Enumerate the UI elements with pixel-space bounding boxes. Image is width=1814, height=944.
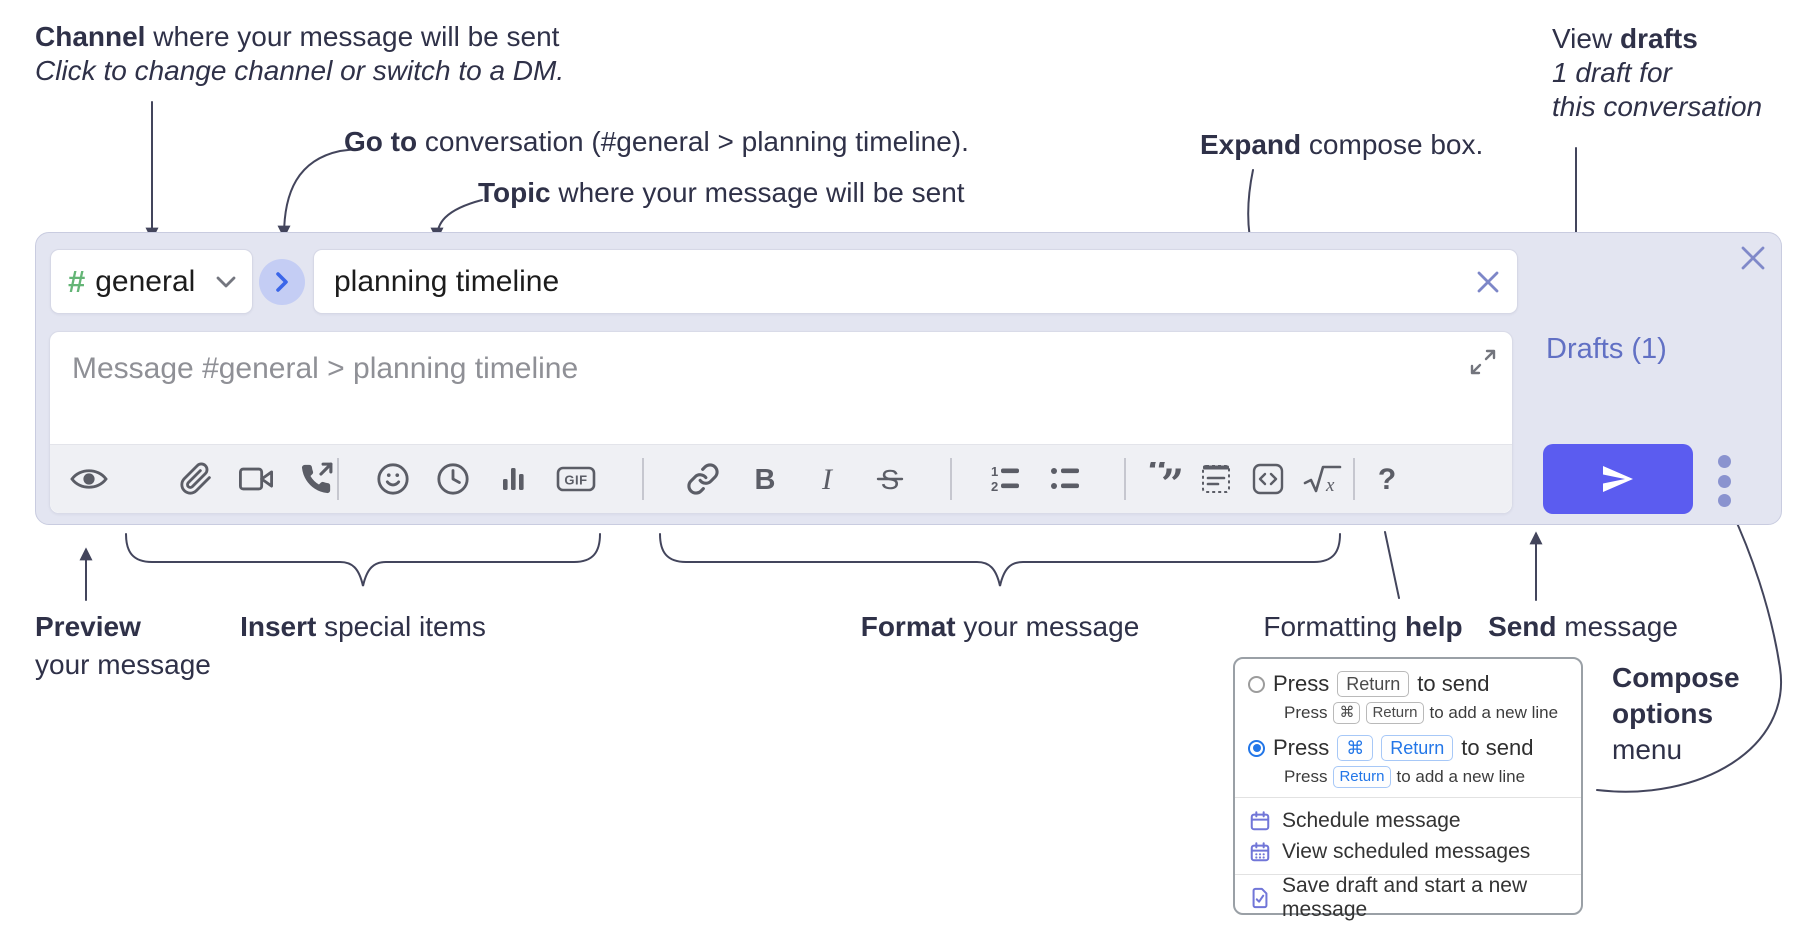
toolbar-divider: [1353, 458, 1355, 500]
message-input[interactable]: [50, 332, 1512, 444]
svg-text:”: ”: [1161, 462, 1181, 496]
save-draft-item[interactable]: Save draft and start a new message: [1235, 874, 1581, 921]
calendar-grid-icon: [1250, 841, 1270, 861]
message-formatting-help-icon[interactable]: ?: [1370, 462, 1404, 496]
emoji-icon[interactable]: [376, 462, 410, 496]
enter-sends-option[interactable]: Press Return to send: [1235, 668, 1581, 700]
drafts-link[interactable]: Drafts (1): [1546, 333, 1667, 365]
global-time-icon[interactable]: [436, 462, 470, 496]
preview-annotation: Preview your message: [35, 611, 211, 680]
video-call-icon[interactable]: [239, 462, 273, 496]
svg-text:?: ?: [1378, 463, 1396, 496]
channel-name: general: [95, 264, 196, 298]
channel-annotation: Channel where your message will be sent …: [35, 21, 565, 86]
go-to-conversation-button[interactable]: [259, 259, 305, 305]
code-icon[interactable]: [1251, 462, 1285, 496]
compose-options-menu-button[interactable]: [1712, 455, 1736, 507]
expand-annotation: Expand compose box.: [1200, 129, 1484, 160]
go-to-annotation: Go to conversation (#general > planning …: [344, 126, 969, 157]
insert-annotation: Insert special items: [240, 611, 486, 642]
link-icon[interactable]: [686, 462, 720, 496]
bold-icon[interactable]: B: [748, 462, 782, 496]
bulleted-list-icon[interactable]: [1048, 462, 1082, 496]
toolbar-divider: [950, 458, 952, 500]
italic-icon[interactable]: I: [810, 462, 844, 496]
channel-hash-icon: #: [68, 263, 86, 299]
svg-text:1: 1: [991, 464, 998, 479]
topic-input[interactable]: [314, 264, 1473, 299]
spoiler-icon[interactable]: [1199, 462, 1233, 496]
quote-icon[interactable]: “ ”: [1147, 462, 1181, 496]
popup-divider: [1235, 874, 1581, 875]
svg-text:GIF: GIF: [564, 473, 587, 488]
poll-icon[interactable]: [496, 462, 530, 496]
cmd-enter-sends-option[interactable]: Press ⌘ Return to send: [1235, 732, 1581, 764]
clear-topic-icon[interactable]: [1473, 267, 1503, 297]
preview-icon[interactable]: [69, 462, 109, 496]
compose-box: # general: [35, 232, 1782, 525]
schedule-message-item[interactable]: Schedule message: [1235, 805, 1581, 836]
view-scheduled-messages-item[interactable]: View scheduled messages: [1235, 836, 1581, 867]
svg-text:2: 2: [991, 479, 998, 494]
message-area: GIF B I S: [49, 331, 1513, 514]
close-compose-icon[interactable]: [1739, 244, 1767, 272]
attach-file-icon[interactable]: [179, 462, 213, 496]
svg-text:x: x: [1325, 475, 1335, 496]
svg-text:I: I: [821, 463, 834, 496]
toolbar-divider: [337, 458, 339, 500]
svg-text:“: “: [1147, 462, 1170, 496]
math-icon[interactable]: x: [1303, 462, 1343, 496]
format-annotation: Format your message: [860, 611, 1140, 642]
popup-divider: [1235, 797, 1581, 798]
formatting-help-annotation: Formatting help: [1263, 611, 1463, 642]
cmd-enter-sends-option-subtext: Press Return to add a new line: [1284, 766, 1526, 788]
compose-toolbar: GIF B I S: [50, 444, 1512, 513]
expand-compose-icon[interactable]: [1470, 349, 1496, 375]
toolbar-divider: [642, 458, 644, 500]
radio-unselected-icon[interactable]: [1248, 675, 1265, 693]
send-annotation: Send message: [1488, 611, 1678, 642]
calendar-icon: [1250, 810, 1270, 830]
channel-selector[interactable]: # general: [50, 249, 253, 314]
enter-sends-option-subtext: Press ⌘ Return to add a new line: [1284, 702, 1559, 724]
topic-annotation: Topic where your message will be sent: [478, 177, 965, 208]
strikethrough-icon[interactable]: S: [873, 462, 907, 496]
chevron-right-icon: [276, 272, 288, 292]
radio-selected-icon[interactable]: [1248, 739, 1265, 757]
svg-text:B: B: [755, 464, 776, 496]
send-icon: [1603, 466, 1633, 492]
numbered-list-icon[interactable]: 1 2: [988, 462, 1022, 496]
compose-options-popup: Press Return to send Press ⌘ Return to a…: [1233, 657, 1583, 921]
topic-input-box: [313, 249, 1518, 314]
toolbar-divider: [1124, 458, 1126, 500]
compose-options-annotation: Compose options menu: [1612, 662, 1740, 765]
send-button[interactable]: [1543, 444, 1693, 514]
chevron-down-icon: [216, 276, 236, 287]
save-draft-icon: [1252, 887, 1268, 908]
voice-call-icon[interactable]: [299, 462, 333, 496]
gif-icon[interactable]: GIF: [556, 462, 596, 496]
view-drafts-annotation: View drafts 1 draft for this conversatio…: [1552, 23, 1763, 122]
